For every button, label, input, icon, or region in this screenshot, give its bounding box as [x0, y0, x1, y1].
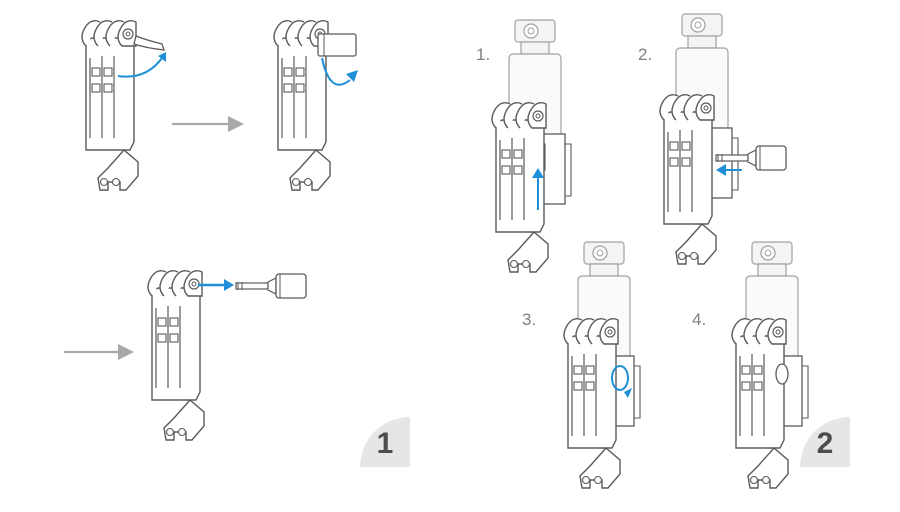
extension-arm-icon	[147, 269, 205, 441]
extension-arm-icon	[81, 19, 139, 191]
rotate-arrow-icon	[117, 57, 163, 78]
rotate-arrow-head-icon	[346, 70, 358, 82]
step-label-4: 4.	[692, 310, 707, 329]
extension-arm-icon	[659, 93, 717, 265]
panel-badge-2: 2	[800, 417, 850, 467]
extension-arm-icon	[491, 101, 549, 273]
rotate-arrow-icon	[321, 57, 351, 86]
rotate-arrow-head-icon	[158, 52, 166, 62]
tighten-arrow-icon	[611, 365, 629, 391]
panel-badge-number: 2	[816, 427, 834, 460]
thumb-screw-icon	[235, 273, 307, 299]
step-label-1: 1.	[476, 45, 491, 64]
next-step-arrow-head-icon	[228, 116, 244, 132]
thumb-screw-icon	[775, 363, 789, 385]
step-label-3: 3.	[522, 310, 537, 329]
step-label-2: 2.	[638, 45, 653, 64]
next-step-arrow-head-icon	[118, 344, 134, 360]
extension-arm-icon	[563, 317, 621, 489]
thumb-screw-icon	[317, 33, 357, 57]
insert-arrow-head-icon	[224, 279, 234, 291]
screw-lever-icon	[133, 35, 165, 51]
panel-badge-number: 1	[376, 427, 394, 460]
extension-arm-icon	[731, 317, 789, 489]
